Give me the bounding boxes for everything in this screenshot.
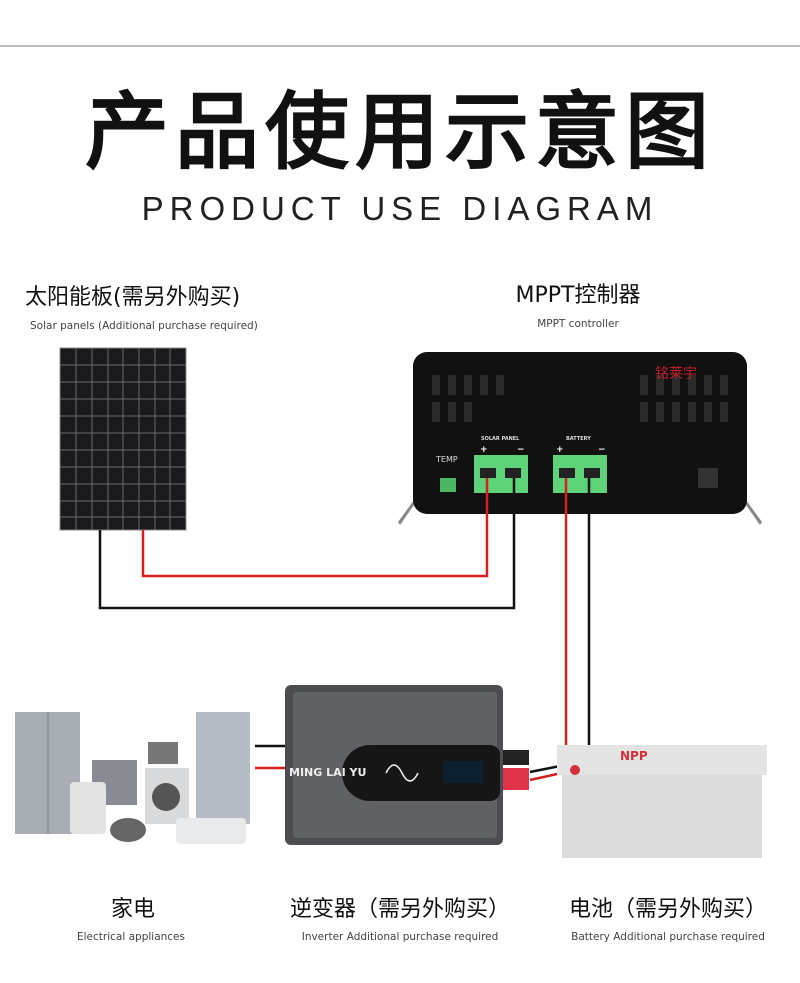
top-divider — [0, 45, 800, 47]
battery-brand-text: NPP — [620, 749, 648, 763]
inverter-sublabel: Inverter Additional purchase required — [301, 931, 499, 943]
controller-brand-text: 铭莱宇 — [655, 366, 697, 382]
solar-panel-sublabel: Solar panels (Additional purchase requir… — [30, 320, 258, 332]
battery-plus-sign: + — [556, 445, 564, 455]
temp-label: TEMP — [435, 455, 458, 464]
controller-sublabel: MPPT controller — [537, 318, 619, 330]
solar-panel-label: 太阳能板(需另外购买) — [25, 285, 241, 310]
page-subtitle: PRODUCT USE DIAGRAM — [141, 190, 659, 227]
usb-port — [698, 468, 718, 488]
battery-port-label: BATTERY — [566, 436, 591, 442]
inverter-brand-text: MING LAI YU — [289, 766, 366, 779]
battery-label: 电池（需另外购买） — [568, 897, 768, 922]
battery-image: NPP — [557, 745, 767, 858]
solar-port-label: SOLAR PANEL — [481, 436, 520, 442]
battery-minus-sign: − — [598, 445, 606, 455]
solar-minus-sign: − — [517, 445, 525, 455]
inverter-label: 逆变器（需另外购买） — [289, 897, 511, 922]
inverter-image: MING LAI YU — [285, 685, 529, 845]
page-title: 产品使用示意图 — [84, 83, 715, 181]
solar-plus-sign: + — [480, 445, 488, 455]
temp-port — [440, 478, 456, 492]
mppt-controller-image: 铭莱宇 TEMP SOLAR PANEL + − BATTERY + − — [398, 352, 762, 525]
appliances-image — [15, 712, 250, 844]
controller-label: MPPT控制器 — [515, 283, 641, 308]
battery-sublabel: Battery Additional purchase required — [571, 931, 765, 943]
appliances-sublabel: Electrical appliances — [77, 931, 185, 943]
appliances-label: 家电 — [110, 897, 156, 922]
solar-panel-image — [59, 347, 187, 531]
